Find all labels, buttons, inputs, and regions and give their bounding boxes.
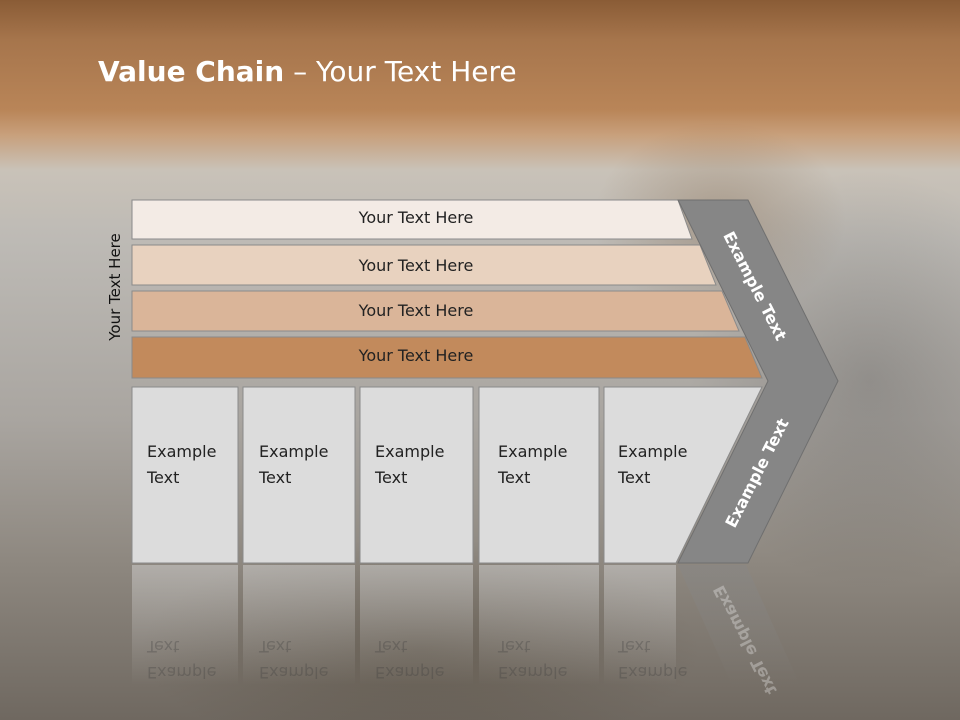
chevron-arrow	[677, 199, 839, 564]
box-3	[359, 386, 474, 564]
bar-2-label: Your Text Here	[358, 256, 474, 275]
bar-4	[131, 336, 763, 379]
box-4	[478, 386, 600, 564]
title-bold: Value Chain	[98, 55, 285, 88]
reflection-group	[132, 565, 800, 685]
title-rest: – Your Text Here	[284, 55, 517, 88]
box-5	[603, 386, 763, 564]
bar-3-label: Your Text Here	[358, 301, 474, 320]
slide-title: Value Chain – Your Text Here	[98, 55, 517, 88]
bar-3	[131, 290, 740, 332]
bar-2	[131, 244, 717, 286]
bar-1	[131, 199, 693, 240]
box-1	[131, 386, 239, 564]
bar-4-label: Your Text Here	[358, 346, 474, 365]
bar-1-label: Your Text Here	[358, 208, 474, 227]
box-2	[242, 386, 356, 564]
